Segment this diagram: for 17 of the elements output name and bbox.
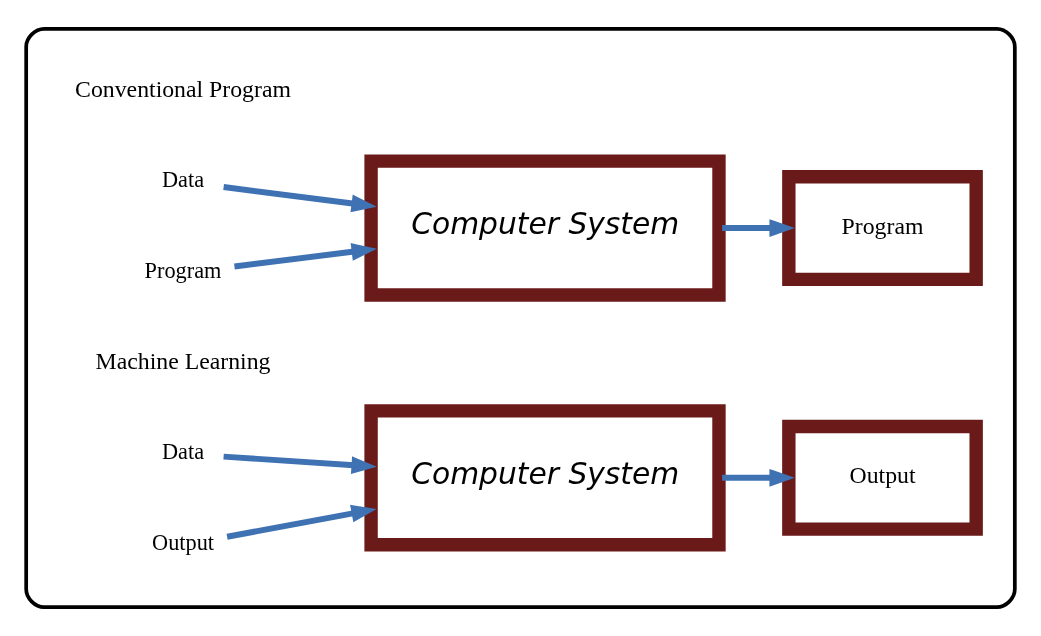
node-text: Output (152, 529, 214, 555)
arrow (722, 468, 795, 487)
arrow (722, 219, 795, 237)
node-text: Program (144, 257, 222, 283)
node-text: Data (161, 167, 205, 193)
arrow (234, 243, 377, 270)
label: Machine Learning (95, 347, 271, 374)
label: Conventional Program (75, 75, 291, 102)
arrow (226, 504, 377, 540)
arrow (223, 184, 377, 213)
node-box: Program (782, 170, 983, 287)
node-box: Output (782, 419, 983, 536)
cluster (24, 27, 1017, 609)
node-box: Computer System (364, 154, 726, 302)
node-text: Data (161, 439, 205, 465)
node-box: Computer System (364, 404, 726, 552)
arrow (223, 453, 377, 474)
